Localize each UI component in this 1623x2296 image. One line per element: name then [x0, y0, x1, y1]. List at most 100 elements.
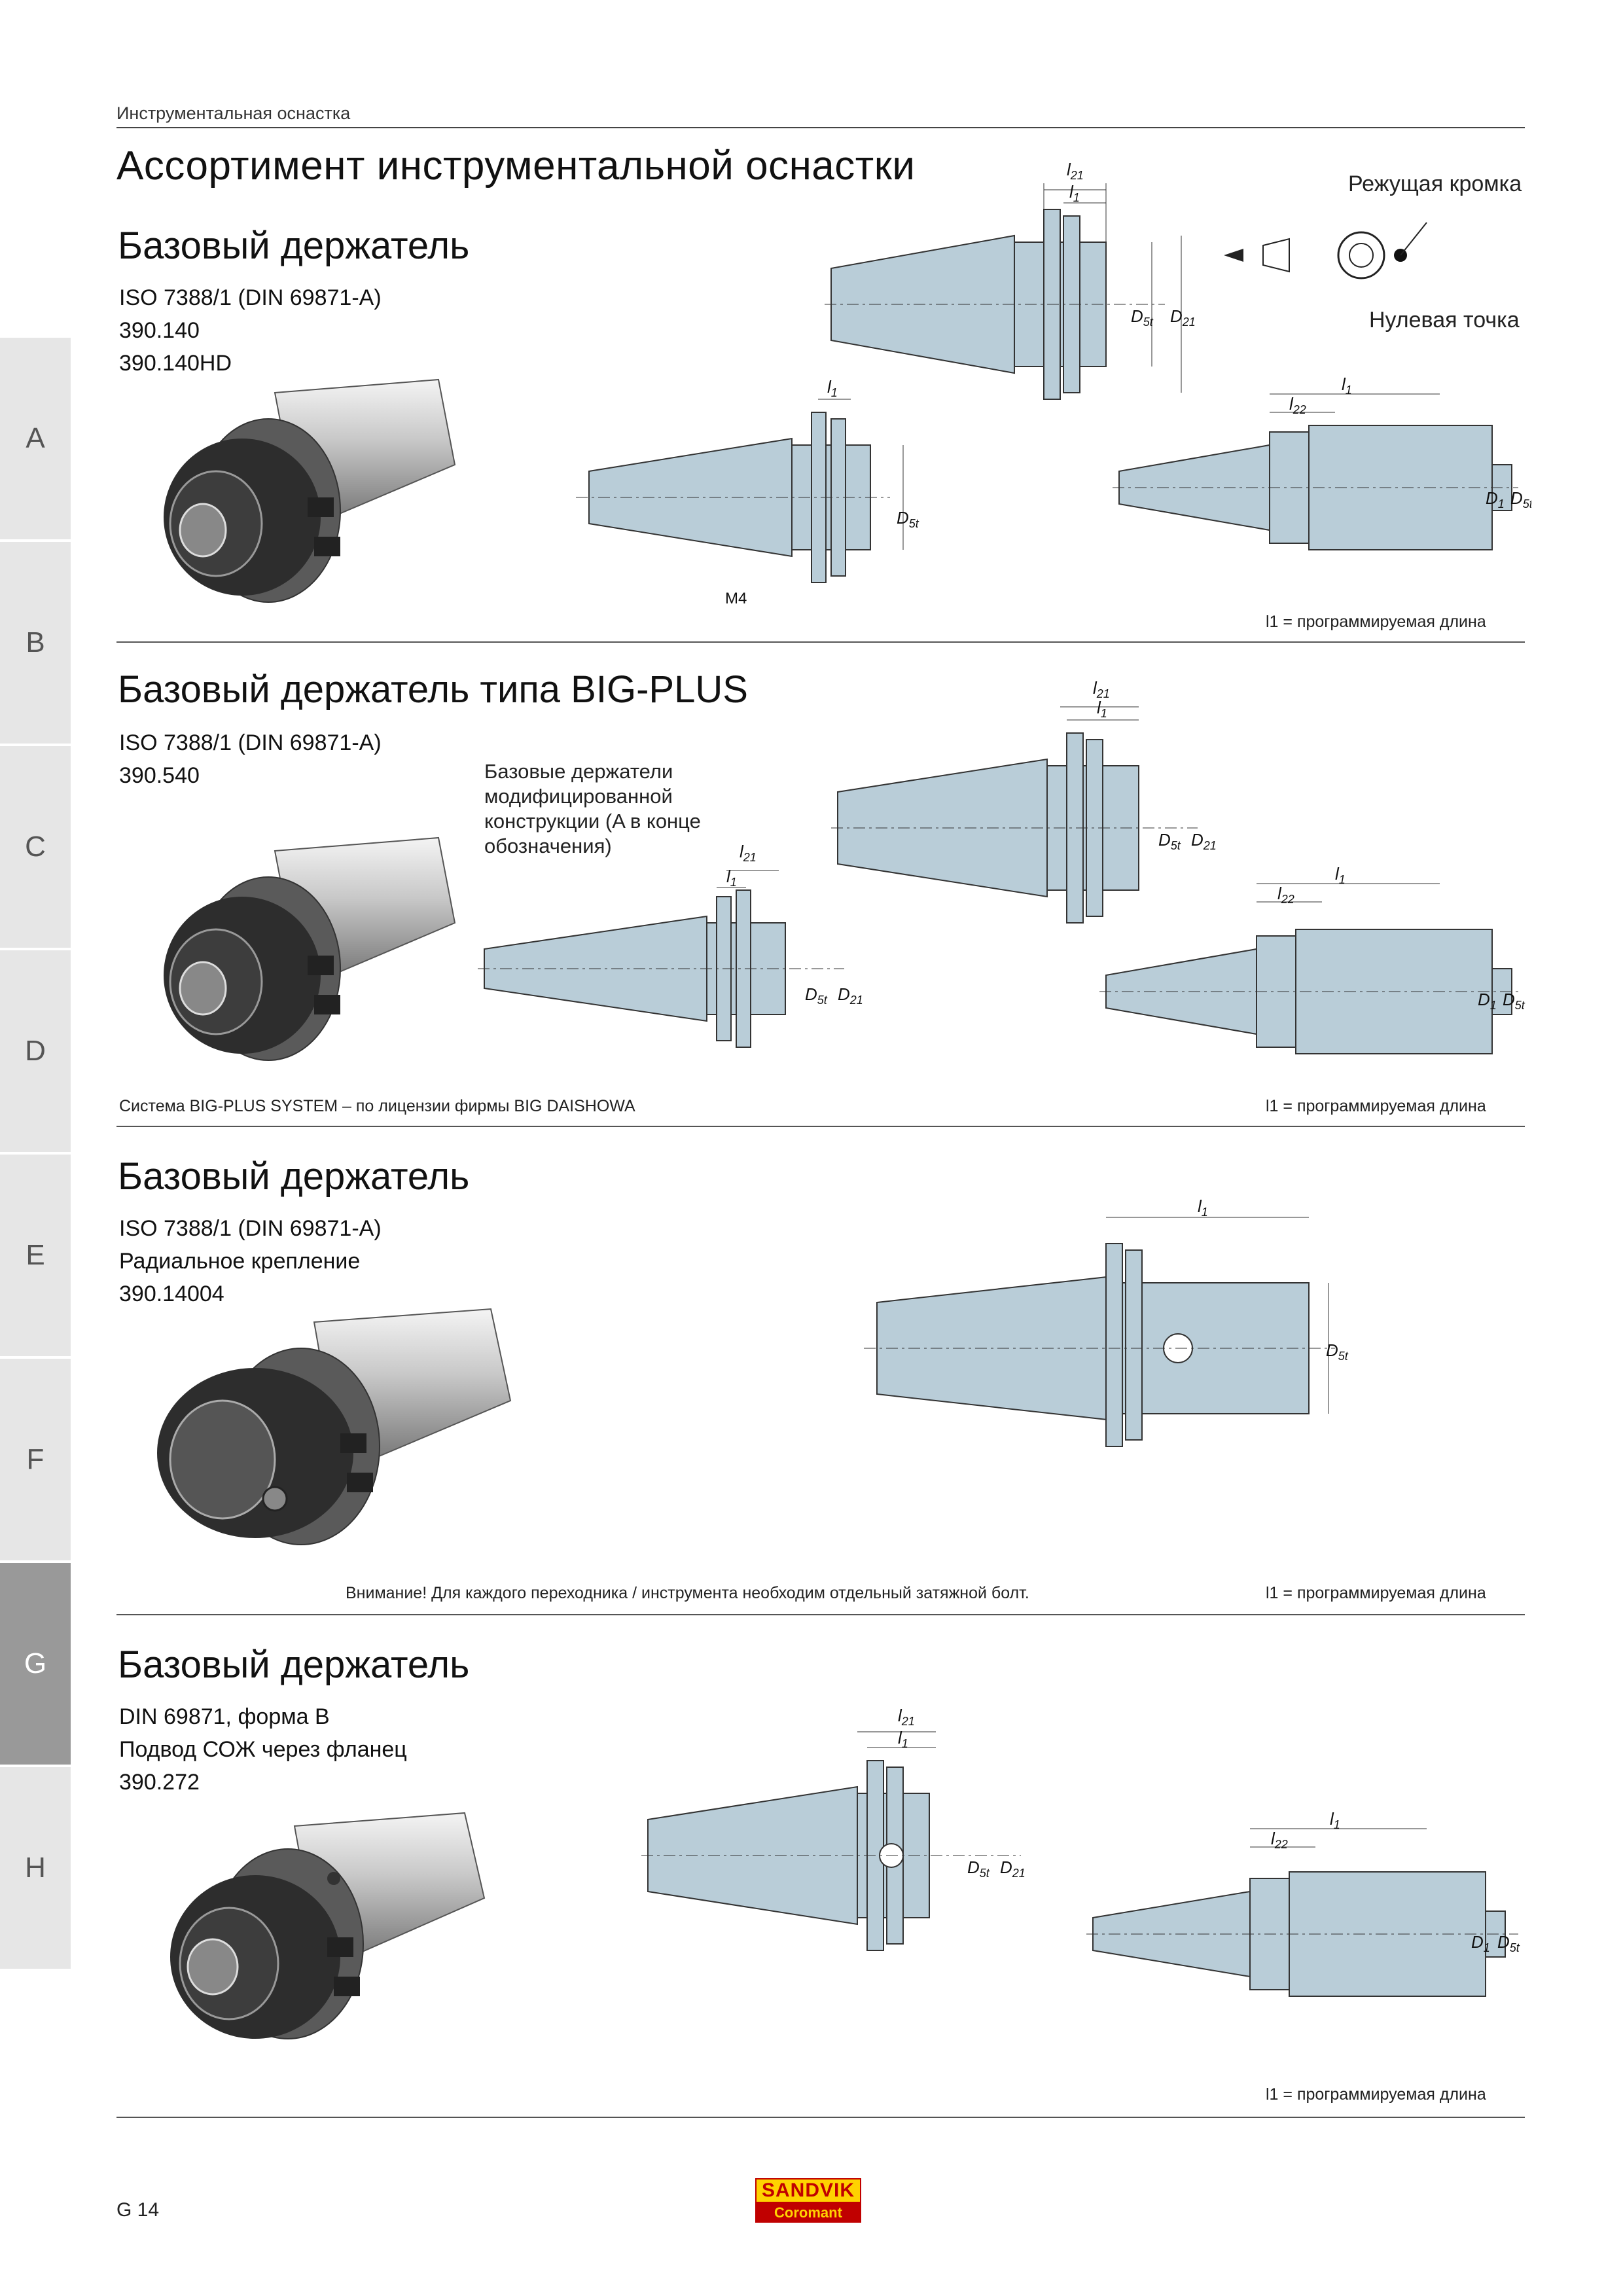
- drawing-cross-section: l1 D5t: [864, 1196, 1349, 1447]
- tab-letter: A: [26, 422, 45, 454]
- section-divider: [116, 1126, 1525, 1127]
- section-title: Базовый держатель: [118, 224, 470, 267]
- drawing-cross-section: l21 l1 D5t D21: [478, 842, 863, 1048]
- note-line: Базовые держатели: [484, 760, 673, 783]
- section-specs: ISO 7388/1 (DIN 69871-A) 390.540: [119, 726, 382, 792]
- section-title: Базовый держатель: [118, 1155, 470, 1198]
- section-title: Базовый держатель: [118, 1643, 470, 1686]
- dim-label: D5t: [967, 1857, 990, 1880]
- logo-subtitle: Coromant: [755, 2203, 861, 2223]
- page-title: Ассортимент инструментальной оснастки: [116, 143, 916, 188]
- dim-label: l21: [1067, 160, 1084, 182]
- note-line: модифицированной: [484, 785, 673, 808]
- dim-label: l1: [1097, 698, 1107, 720]
- tab-letter: G: [24, 1647, 47, 1679]
- tab-g[interactable]: G: [0, 1563, 71, 1765]
- dim-label: D5t: [1497, 1932, 1520, 1954]
- tab-letter: H: [25, 1852, 46, 1884]
- dim-label: l21: [1093, 678, 1110, 700]
- dim-label: l1: [1198, 1196, 1208, 1219]
- dim-label: D5t: [1503, 990, 1525, 1012]
- section-specs: ISO 7388/1 (DIN 69871-A) Радиальное креп…: [119, 1212, 382, 1310]
- tab-c[interactable]: C: [0, 746, 71, 948]
- zero-point-legend-drawing: [1337, 222, 1427, 279]
- section-title: Базовый держатель типа BIG-PLUS: [118, 668, 748, 711]
- dim-label: l22: [1271, 1829, 1288, 1851]
- drawing-cross-section: l21 l1 D5t D21: [831, 678, 1217, 924]
- dim-label: D5t: [1326, 1340, 1349, 1363]
- programmable-length-note: l1 = программируемая длина: [1266, 2085, 1486, 2104]
- section-divider: [116, 641, 1525, 643]
- dim-label: D21: [1170, 306, 1196, 329]
- drawing-cross-section: l21 l1 D5t D21: [641, 1706, 1026, 1951]
- section-label: Инструментальная оснастка: [116, 103, 351, 123]
- tab-a[interactable]: A: [0, 338, 71, 539]
- dim-label: l1: [1069, 182, 1080, 204]
- dim-label: l1: [898, 1728, 908, 1750]
- dim-label: l1: [1342, 374, 1352, 397]
- programmable-length-note: l1 = программируемая длина: [1266, 1584, 1486, 1602]
- tab-letter: D: [25, 1035, 46, 1067]
- section-specs: ISO 7388/1 (DIN 69871-A) 390.140 390.140…: [119, 281, 382, 380]
- note-line: конструкции (A в конце: [484, 810, 701, 833]
- drawing-cross-section: l1 D5t M4: [576, 377, 919, 607]
- section-specs: DIN 69871, форма B Подвод СОЖ через флан…: [119, 1700, 407, 1799]
- license-note: Система BIG-PLUS SYSTEM – по лицензии фи…: [119, 1097, 635, 1115]
- spec-line: 390.14004: [119, 1282, 224, 1306]
- spec-line: 390.272: [119, 1770, 200, 1795]
- sandvik-coromant-logo: SANDVIK Coromant: [755, 2178, 861, 2224]
- spec-line: ISO 7388/1 (DIN 69871-A): [119, 285, 382, 310]
- dim-label: D21: [1000, 1857, 1026, 1880]
- spec-line: 390.540: [119, 763, 200, 788]
- section-divider: [116, 1614, 1525, 1615]
- programmable-length-note: l1 = программируемая длина: [1266, 1097, 1486, 1115]
- dim-label: l1: [1335, 864, 1346, 886]
- tool-holder-photo: [164, 378, 456, 603]
- spec-line: Радиальное крепление: [119, 1249, 361, 1274]
- spec-line: ISO 7388/1 (DIN 69871-A): [119, 730, 382, 755]
- tab-h[interactable]: H: [0, 1767, 71, 1969]
- tab-letter: C: [25, 831, 46, 863]
- modified-design-note: Базовые держатели модифицированной конст…: [484, 759, 701, 859]
- spec-line: DIN 69871, форма B: [119, 1704, 330, 1729]
- spec-line: 390.140HD: [119, 351, 232, 376]
- tab-letter: B: [26, 626, 45, 658]
- dim-label: l1: [1330, 1809, 1340, 1831]
- header-rule: [116, 127, 1525, 128]
- m4-label: M4: [725, 590, 747, 607]
- tool-holder-photo: [157, 1308, 512, 1545]
- dim-label: D5t: [1131, 306, 1154, 329]
- zero-point-label: Нулевая точка: [1369, 308, 1520, 332]
- spec-line: ISO 7388/1 (DIN 69871-A): [119, 1216, 382, 1241]
- dim-label: l22: [1289, 394, 1306, 416]
- tab-d[interactable]: D: [0, 950, 71, 1152]
- dim-label: l21: [898, 1706, 915, 1728]
- tab-b[interactable]: B: [0, 542, 71, 744]
- clamping-bolt-warning: Внимание! Для каждого переходника / инст…: [346, 1584, 1029, 1602]
- dim-label: D5t: [1158, 830, 1181, 852]
- dim-label: D5t: [897, 508, 919, 530]
- dim-label: D21: [1191, 830, 1217, 852]
- tab-e[interactable]: E: [0, 1155, 71, 1356]
- cutting-edge-legend-drawing: [1224, 238, 1290, 273]
- dim-label: D1: [1486, 488, 1505, 511]
- note-line: обозначения): [484, 834, 612, 857]
- tool-holder-photo: [170, 1812, 486, 2039]
- drawing-cross-section: l1 l22 D1 D5t: [1113, 374, 1531, 550]
- logo-wordmark: SANDVIK: [755, 2178, 861, 2203]
- dim-label: l1: [726, 867, 737, 889]
- spec-line: Подвод СОЖ через фланец: [119, 1737, 407, 1762]
- cutting-edge-label: Режущая кромка: [1348, 171, 1522, 196]
- tool-holder-photo: [164, 836, 456, 1061]
- dim-label: l1: [827, 377, 838, 399]
- page-number: G 14: [116, 2199, 160, 2221]
- tab-f[interactable]: F: [0, 1359, 71, 1560]
- dim-label: D5t: [1510, 488, 1531, 511]
- drawing-cross-section: l1 l22 D1 D5t: [1099, 864, 1525, 1054]
- dim-label: l22: [1277, 884, 1294, 906]
- spec-line: 390.140: [119, 318, 200, 343]
- tab-letter: F: [26, 1443, 45, 1475]
- tab-letter: E: [26, 1239, 45, 1271]
- section-divider: [116, 2117, 1525, 2118]
- dim-label: D5t: [805, 984, 828, 1007]
